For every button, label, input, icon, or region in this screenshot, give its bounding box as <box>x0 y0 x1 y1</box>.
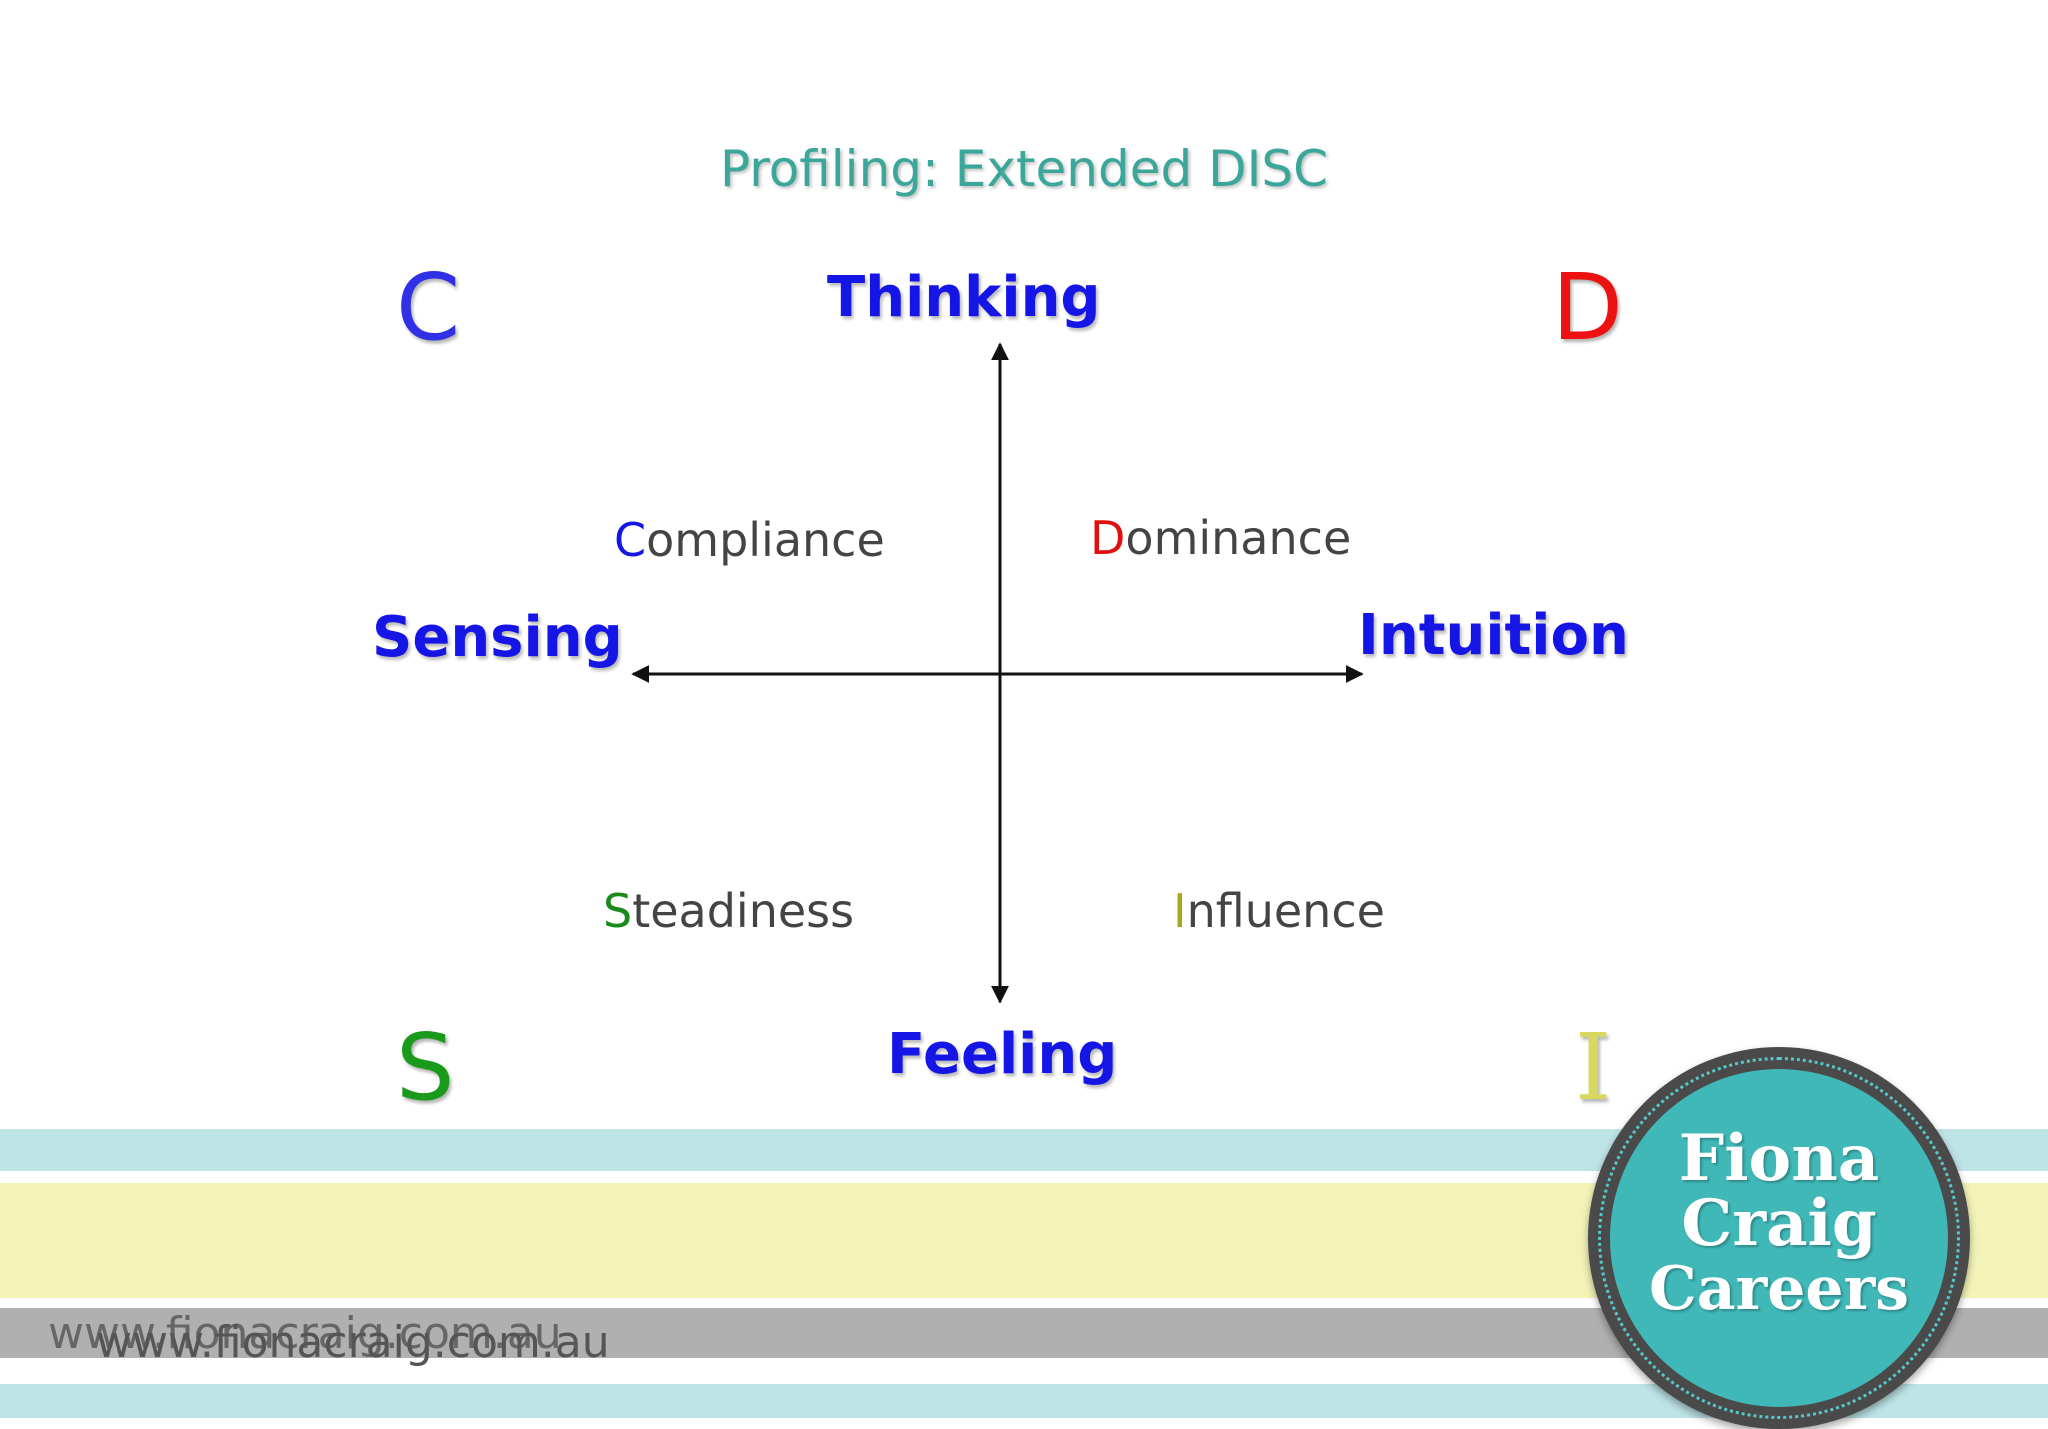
steadiness-rest: teadiness <box>632 884 855 938</box>
logo-teal-disc <box>1610 1069 1948 1407</box>
corner-letter-d: D <box>1552 254 1623 361</box>
dominance-rest: ominance <box>1125 511 1352 565</box>
influence-initial: I <box>1173 884 1187 938</box>
compliance-rest: ompliance <box>646 513 885 567</box>
steadiness-initial: S <box>603 884 633 938</box>
quadrant-label-steadiness: Steadiness <box>603 888 854 934</box>
quadrant-label-influence: Influence <box>1173 888 1385 934</box>
logo-line-1: Fiona <box>1678 1121 1880 1196</box>
footer-url-front: www.fionacraig.com.au <box>96 1317 610 1368</box>
axis-label-thinking: Thinking <box>827 265 1101 330</box>
quadrant-label-dominance: Dominance <box>1090 515 1351 561</box>
corner-letter-i: I <box>1575 1014 1612 1121</box>
footer-url-back: www.fionacraig.com.au <box>48 1308 562 1359</box>
axis-label-intuition: Intuition <box>1358 603 1629 668</box>
corner-letter-s: S <box>396 1014 455 1121</box>
axis-label-sensing: Sensing <box>372 605 623 670</box>
axis-label-feeling: Feeling <box>887 1022 1118 1087</box>
logo-line-2: Craig <box>1681 1186 1877 1261</box>
corner-letter-c: C <box>396 254 461 361</box>
influence-rest: nfluence <box>1186 884 1385 938</box>
quadrant-label-compliance: Compliance <box>614 517 885 563</box>
logo-line-3: Careers <box>1649 1254 1909 1324</box>
dominance-initial: D <box>1090 511 1126 565</box>
slide-title: Profiling: Extended DISC <box>719 140 1329 198</box>
fiona-craig-careers-logo: Fiona Craig Careers <box>1588 1047 1970 1429</box>
compliance-initial: C <box>614 513 647 567</box>
